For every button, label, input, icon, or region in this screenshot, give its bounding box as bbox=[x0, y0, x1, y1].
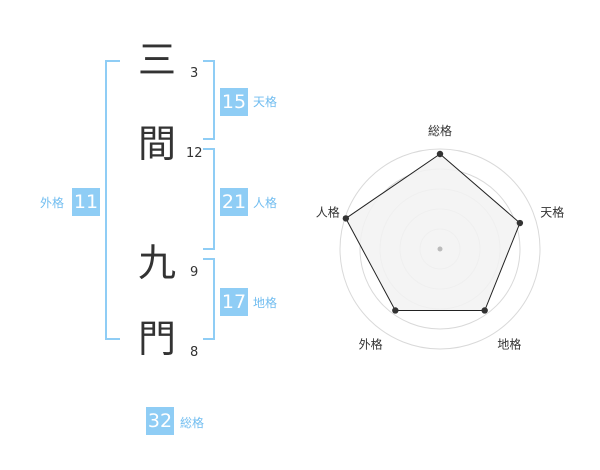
name-char-4: 門 bbox=[137, 317, 176, 361]
radar-axis-label: 総格 bbox=[428, 123, 452, 138]
radar-axis-label: 地格 bbox=[497, 337, 521, 352]
name-char-3: 九 bbox=[137, 241, 176, 285]
stroke-count-2: 12 bbox=[186, 146, 203, 161]
radar-axis-label: 外格 bbox=[359, 337, 383, 352]
chikaku-value-badge: 17 bbox=[220, 288, 248, 316]
soukaku-value-badge: 32 bbox=[146, 407, 174, 435]
radar-axis-label: 人格 bbox=[316, 205, 340, 220]
gaikaku-bracket bbox=[105, 60, 120, 340]
tenkaku-label: 天格 bbox=[253, 95, 278, 109]
radar-point bbox=[392, 307, 399, 314]
radar-axis-label: 天格 bbox=[540, 205, 564, 220]
radar-point bbox=[342, 215, 350, 222]
gaikaku-value-badge: 11 bbox=[72, 188, 100, 216]
tenkaku-value-badge: 15 bbox=[220, 88, 248, 116]
jinkaku-label: 人格 bbox=[253, 196, 278, 210]
name-char-2: 間 bbox=[137, 122, 176, 166]
chikaku-bracket bbox=[203, 258, 215, 340]
soukaku-label: 総格 bbox=[180, 416, 205, 430]
tenkaku-bracket bbox=[203, 60, 215, 140]
stroke-count-3: 9 bbox=[190, 265, 199, 280]
radar-points bbox=[342, 150, 524, 314]
stroke-count-4: 8 bbox=[190, 345, 199, 360]
chikaku-label: 地格 bbox=[253, 296, 278, 310]
jinkaku-value-badge: 21 bbox=[220, 188, 248, 216]
name-char-1: 三 bbox=[137, 38, 176, 82]
radar-point bbox=[481, 307, 488, 314]
radar-point bbox=[436, 150, 444, 158]
radar-point bbox=[516, 219, 524, 227]
radar-area bbox=[345, 153, 521, 311]
radar-center-dot bbox=[437, 246, 443, 252]
jinkaku-bracket bbox=[203, 148, 215, 250]
stroke-count-1: 3 bbox=[190, 66, 199, 81]
gaikaku-label: 外格 bbox=[40, 196, 65, 210]
